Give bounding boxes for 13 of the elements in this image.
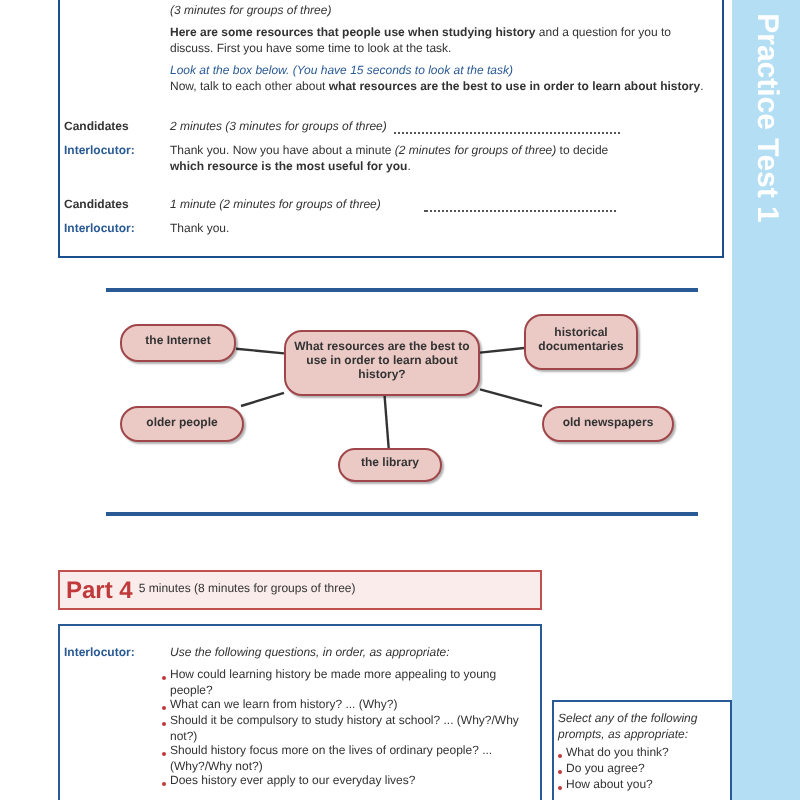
topic-bubble (120, 324, 236, 362)
topic-bubble (542, 406, 674, 442)
connector-line (479, 388, 543, 408)
connector-line (240, 391, 285, 408)
part-title: Part 4 (66, 576, 133, 604)
topic-bubble (338, 448, 442, 482)
topic-bubble (524, 314, 638, 370)
connector-line (479, 346, 525, 354)
connector-line (383, 395, 390, 449)
connector-line (235, 347, 285, 355)
topic-bubble (284, 330, 480, 396)
sidebar-title: Practice Test 1 (748, 11, 784, 227)
topic-bubble (120, 406, 244, 442)
